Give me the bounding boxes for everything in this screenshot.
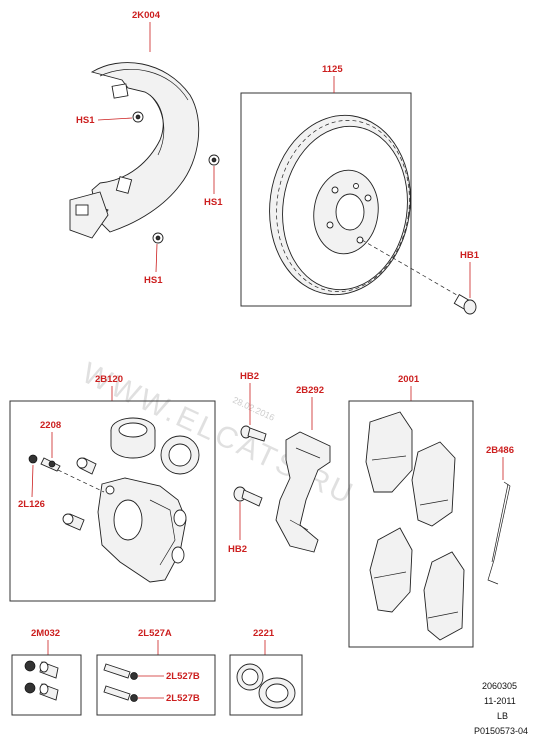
piston-seal xyxy=(160,435,200,475)
callout-2b292[interactable]: 2B292 xyxy=(296,385,324,396)
shield-bolt-hs1-b xyxy=(208,154,220,166)
box-2l527a xyxy=(96,654,216,716)
callout-2m032[interactable]: 2M032 xyxy=(31,628,60,639)
brake-pads xyxy=(365,411,465,641)
seal-kit xyxy=(236,663,296,709)
box-2m032 xyxy=(11,654,82,716)
shield-bolt-hs1-a xyxy=(132,111,144,123)
callout-2l527b-b[interactable]: 2L527B xyxy=(166,693,200,704)
callout-hs1-b[interactable]: HS1 xyxy=(204,197,223,208)
callout-2221[interactable]: 2221 xyxy=(253,628,275,639)
guide-pin-kit xyxy=(103,663,138,702)
caliper-carrier xyxy=(275,431,331,553)
callout-hs1-c[interactable]: HS1 xyxy=(144,275,163,286)
footer-variant: LB xyxy=(497,711,508,721)
caliper-piston xyxy=(110,417,156,459)
carrier-bolt-hb2-a xyxy=(240,425,267,442)
watermark-date: 28.02.2016 xyxy=(231,395,276,423)
shield-bolt-hs1-c xyxy=(152,232,164,244)
callout-2b120[interactable]: 2B120 xyxy=(95,374,123,385)
callout-2208[interactable]: 2208 xyxy=(40,420,61,431)
brake-disc xyxy=(269,114,411,296)
callout-2001[interactable]: 2001 xyxy=(398,374,420,385)
box-2b120 xyxy=(9,400,216,602)
caliper-housing xyxy=(97,477,187,583)
bleed-screw-2208 xyxy=(28,454,61,472)
callout-2k004[interactable]: 2K004 xyxy=(132,10,161,21)
disc-screw-hb1 xyxy=(453,294,477,315)
callout-2l527a[interactable]: 2L527A xyxy=(138,628,172,639)
callout-hb2-a[interactable]: HB2 xyxy=(240,371,259,382)
splash-shield xyxy=(69,62,200,239)
callout-2l527b-a[interactable]: 2L527B xyxy=(166,671,200,682)
callout-hs1-a[interactable]: HS1 xyxy=(76,115,95,126)
box-1125 xyxy=(240,92,412,307)
guide-bushing-kit xyxy=(24,660,59,701)
callout-hb2-b[interactable]: HB2 xyxy=(228,544,247,555)
carrier-bolt-hb2-b xyxy=(233,486,263,507)
guide-pin-bolts xyxy=(62,457,97,531)
footer-code: 2060305 xyxy=(482,681,517,691)
callout-hb1[interactable]: HB1 xyxy=(460,250,480,261)
pad-spring-clip xyxy=(487,481,511,585)
callout-1125[interactable]: 1125 xyxy=(322,64,343,75)
callout-2l126[interactable]: 2L126 xyxy=(18,499,45,510)
footer-ref: P0150573-04 xyxy=(474,726,528,736)
box-2221 xyxy=(229,654,303,716)
box-2001 xyxy=(348,400,474,648)
footer-date: 11-2011 xyxy=(484,696,516,706)
callout-2b486[interactable]: 2B486 xyxy=(486,445,514,456)
